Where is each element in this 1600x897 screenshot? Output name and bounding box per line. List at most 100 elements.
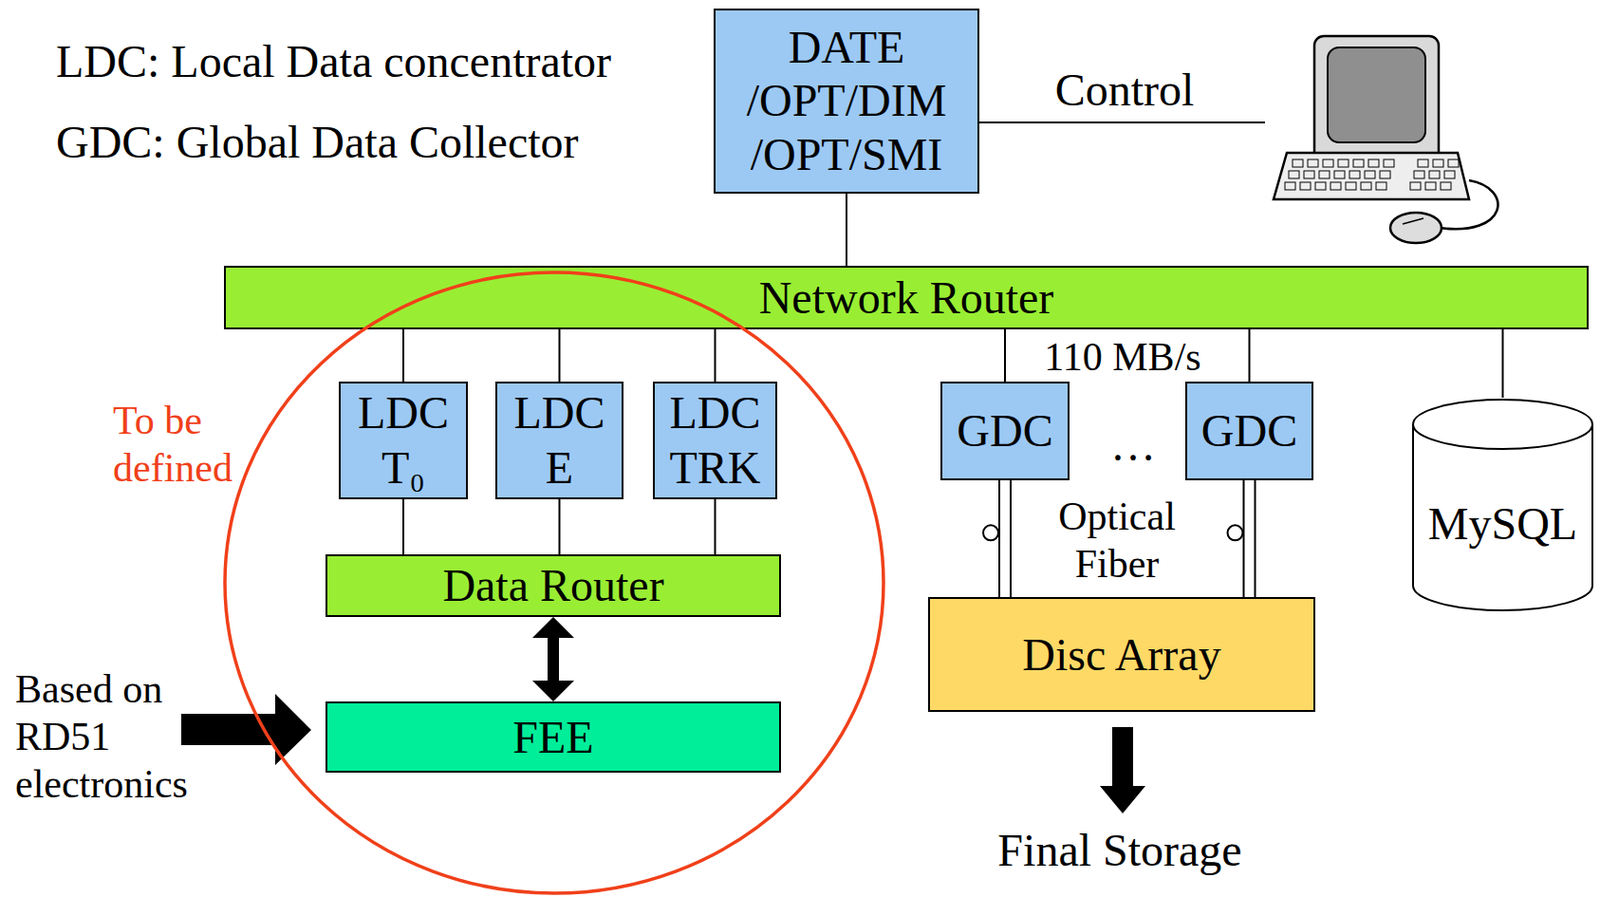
fiber-link	[1227, 480, 1256, 597]
connector-line	[714, 499, 716, 555]
key	[1300, 182, 1311, 190]
node-label: LDC T₀	[350, 385, 457, 495]
monitor-screen	[1327, 47, 1426, 143]
node-label: LDC TRK	[662, 385, 768, 495]
connector-line	[403, 499, 405, 555]
wire	[1248, 329, 1251, 382]
control-line	[979, 121, 1266, 124]
disc-array-box: Disc Array	[928, 596, 1316, 712]
monitor-body	[1314, 36, 1439, 162]
fiber-ring	[1227, 524, 1244, 540]
key	[1383, 159, 1395, 168]
callout-arrow	[181, 693, 312, 765]
connector-line	[558, 329, 560, 382]
line-label: Control	[1029, 62, 1220, 118]
wire	[558, 499, 561, 555]
key	[1444, 170, 1455, 179]
key	[1429, 170, 1440, 179]
key	[1360, 182, 1372, 190]
mouse-button	[1402, 218, 1424, 224]
connector-line	[558, 499, 560, 555]
key	[1425, 182, 1436, 190]
keyboard	[1273, 152, 1470, 200]
wire	[845, 193, 848, 266]
link-label: Optical Fiber	[1041, 493, 1193, 589]
key	[1315, 182, 1326, 190]
key	[1417, 159, 1429, 168]
cylinder-top	[1413, 399, 1593, 449]
fee-band: FEE	[325, 701, 782, 773]
key	[1432, 159, 1444, 168]
ellipsis-mark: …	[1095, 417, 1172, 473]
callout-note: Based on RD51 electronics	[15, 666, 205, 809]
key	[1319, 170, 1330, 179]
ldc-box: LDC TRK	[652, 381, 778, 499]
wire	[558, 329, 561, 382]
connector-line	[714, 329, 716, 382]
fiber-strand	[1009, 480, 1012, 597]
wire	[402, 499, 405, 555]
wire	[714, 329, 717, 382]
key	[1368, 159, 1379, 168]
key	[1413, 170, 1425, 179]
key	[1364, 170, 1376, 179]
fiber-ring	[983, 524, 999, 540]
region-heading: To be defined	[112, 397, 246, 493]
rate-label: 110 MB/s	[1037, 333, 1209, 381]
router-band: Data Router	[325, 554, 782, 617]
connector-line	[846, 193, 848, 266]
key	[1334, 170, 1345, 179]
node-label: FEE	[512, 709, 594, 765]
storage-arrow	[1099, 726, 1146, 814]
arrow-body	[532, 616, 575, 702]
region-ellipse	[224, 272, 884, 894]
node-label: Disc Array	[1022, 627, 1221, 683]
key	[1338, 159, 1349, 168]
fiber-strand	[1254, 480, 1257, 597]
wire	[714, 499, 717, 555]
storage-label: Final Storage	[977, 822, 1263, 878]
key	[1345, 182, 1357, 190]
ldc-box: LDC E	[495, 381, 624, 499]
wire	[402, 329, 405, 382]
legend-note: GDC: Global Data Collector	[55, 114, 721, 170]
key	[1330, 182, 1341, 190]
mouse	[1390, 212, 1442, 243]
software-box: DATE /OPT/DIM /OPT/SMI	[713, 8, 980, 194]
connector-line	[403, 329, 405, 382]
key	[1284, 182, 1296, 190]
node-label: Data Router	[442, 558, 664, 614]
keyboard-keys	[1284, 159, 1459, 190]
connector-line	[1248, 329, 1250, 382]
key	[1292, 159, 1303, 168]
gdc-box: GDC	[940, 381, 1070, 481]
data-arrow	[532, 616, 575, 702]
connector-line	[1004, 329, 1006, 382]
key	[1288, 170, 1300, 179]
cylinder-body	[1413, 424, 1593, 611]
wire	[1004, 329, 1006, 382]
fiber-link	[983, 480, 1011, 597]
database-cylinder: MySQL	[1411, 397, 1595, 613]
fiber-strand	[1243, 480, 1246, 597]
node-label: GDC	[1201, 403, 1298, 459]
node-label: MySQL	[1428, 496, 1578, 552]
key	[1379, 170, 1391, 179]
key	[1303, 170, 1315, 179]
ldc-box: LDC T₀	[338, 381, 468, 499]
connector-line	[1502, 329, 1504, 398]
node-label: Network Router	[759, 270, 1055, 326]
gdc-box: GDC	[1185, 381, 1314, 481]
legend-note: LDC: Local Data concentrator	[55, 34, 721, 90]
node-label: DATE /OPT/DIM /OPT/SMI	[726, 20, 967, 183]
node-label: GDC	[956, 403, 1053, 459]
computer-icon	[1273, 36, 1498, 243]
undefined-region: To be definedLDC T₀LDC ELDC TRKData Rout…	[223, 270, 886, 895]
fiber-strand	[998, 480, 1001, 597]
key	[1307, 159, 1319, 168]
node-label: LDC E	[506, 385, 613, 495]
key	[1353, 159, 1364, 168]
key	[1376, 182, 1387, 190]
key	[1410, 182, 1421, 190]
wire	[1502, 329, 1505, 398]
